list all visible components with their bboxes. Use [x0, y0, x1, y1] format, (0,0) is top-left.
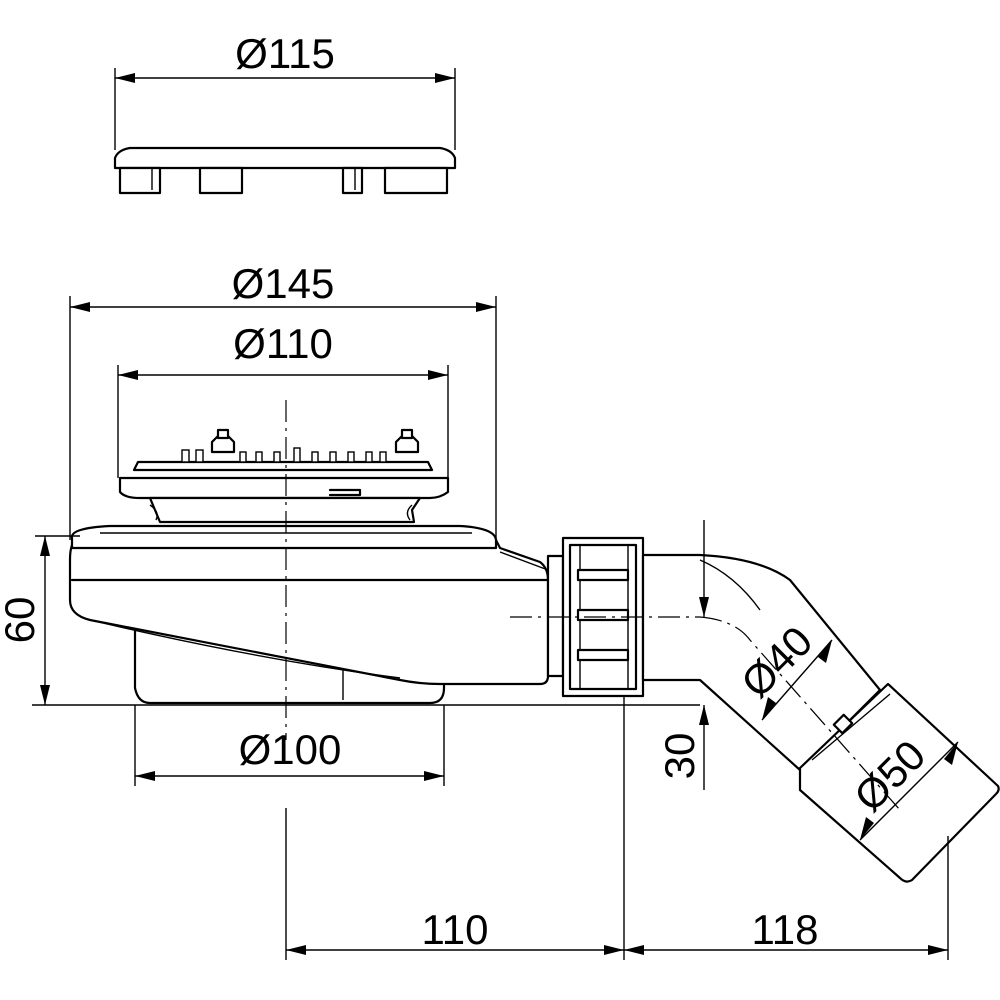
- outlet-elbow: [641, 553, 1000, 883]
- label-base-diameter: Ø100: [239, 726, 342, 773]
- dimension-grate-diameter: Ø110: [117, 320, 449, 478]
- trap-body: [68, 524, 550, 705]
- label-outlet-drop: 30: [656, 733, 703, 780]
- label-center-to-outlet: 110: [422, 906, 489, 953]
- grate: [118, 428, 450, 500]
- label-body-height: 60: [0, 597, 43, 644]
- label-cover-diameter: Ø115: [235, 30, 335, 77]
- dimension-cover-diameter: Ø115: [114, 30, 456, 150]
- dimension-body-height: 60: [0, 535, 700, 706]
- label-outlet-length: 118: [752, 906, 819, 953]
- label-grate-diameter: Ø110: [233, 320, 333, 367]
- neck: [148, 496, 422, 524]
- dimension-flange-diameter: Ø145: [69, 260, 497, 545]
- cover-plate: [113, 146, 457, 195]
- dimension-outlet-drop: 30: [656, 520, 709, 790]
- label-flange-diameter: Ø145: [232, 260, 335, 307]
- dimension-base-diameter: Ø100: [134, 705, 445, 786]
- dimension-outlet-length: 118: [624, 906, 948, 955]
- centerlines: [285, 400, 949, 960]
- dimension-center-to-outlet: 110: [286, 906, 624, 955]
